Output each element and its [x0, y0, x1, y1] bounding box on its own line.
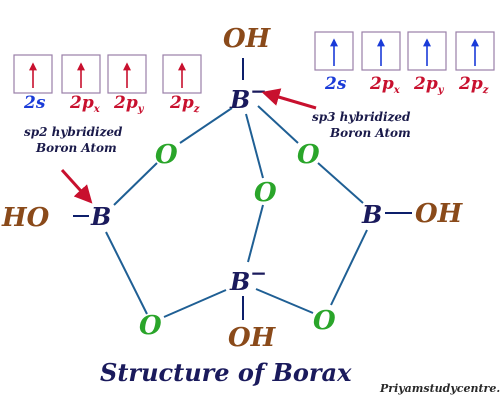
sp2-note-line1: sp2 hybridized — [24, 125, 123, 139]
right-orbital-labels: 2s 2px 2py 2pz — [324, 74, 489, 96]
bond-line — [163, 289, 227, 318]
hydroxyl-left: HO — [1, 203, 50, 233]
bond-line — [105, 231, 148, 315]
oxygen-atom-upper-right: O — [297, 140, 320, 170]
pointer-arrow-icon — [60, 168, 93, 204]
boron-atom-right: B — [361, 200, 382, 229]
left-orbital-labels: 2s 2px 2py 2pz — [23, 93, 200, 115]
sp3-note-line2: Boron Atom — [329, 126, 411, 140]
orbital-label-2pz-right: 2pz — [458, 74, 489, 96]
left-orbital-boxes — [13, 54, 202, 94]
bond-line — [317, 162, 364, 204]
diagram-title: Structure of Borax — [100, 358, 352, 387]
orbital-label-2px-left: 2px — [69, 93, 101, 115]
annotation-sp2: sp2 hybridized Boron Atom — [24, 125, 123, 204]
oxygen-atom-center: O — [254, 178, 277, 208]
bond-line — [330, 229, 368, 306]
hydroxyl-right: OH — [415, 199, 464, 229]
orbital-label-2py-left: 2py — [113, 93, 145, 115]
boron-atom-bottom: B− — [229, 261, 267, 296]
site-watermark: Priyamstudycentre.com — [379, 382, 500, 395]
hydroxyl-bottom: OH — [228, 323, 277, 353]
oxygen-atom-upper-left: O — [155, 140, 178, 170]
orbital-label-2py-right: 2py — [413, 74, 445, 96]
orbital-label-2px-right: 2px — [369, 74, 401, 96]
bond-line — [179, 107, 233, 144]
bonds — [73, 58, 412, 320]
oxygen-atom-lower-right: O — [313, 306, 336, 336]
bond-line — [247, 204, 264, 263]
bond-line — [255, 288, 314, 314]
bond-line — [113, 162, 158, 206]
boron-atom-left: B — [90, 202, 111, 231]
sp3-note-line1: sp3 hybridized — [312, 110, 411, 124]
orbital-label-2s-left: 2s — [23, 93, 46, 113]
bond-line — [245, 113, 264, 179]
hydroxyl-top: OH — [223, 24, 272, 54]
orbital-label-2pz-left: 2pz — [169, 93, 200, 115]
orbital-label-2s-right: 2s — [324, 74, 347, 94]
sp2-note-line2: Boron Atom — [35, 141, 117, 155]
right-orbital-boxes — [314, 31, 495, 71]
bond-line — [257, 105, 299, 144]
pointer-arrow-icon — [261, 88, 317, 110]
annotation-sp3: sp3 hybridized Boron Atom — [261, 88, 411, 140]
oxygen-atom-lower-left: O — [139, 311, 162, 341]
